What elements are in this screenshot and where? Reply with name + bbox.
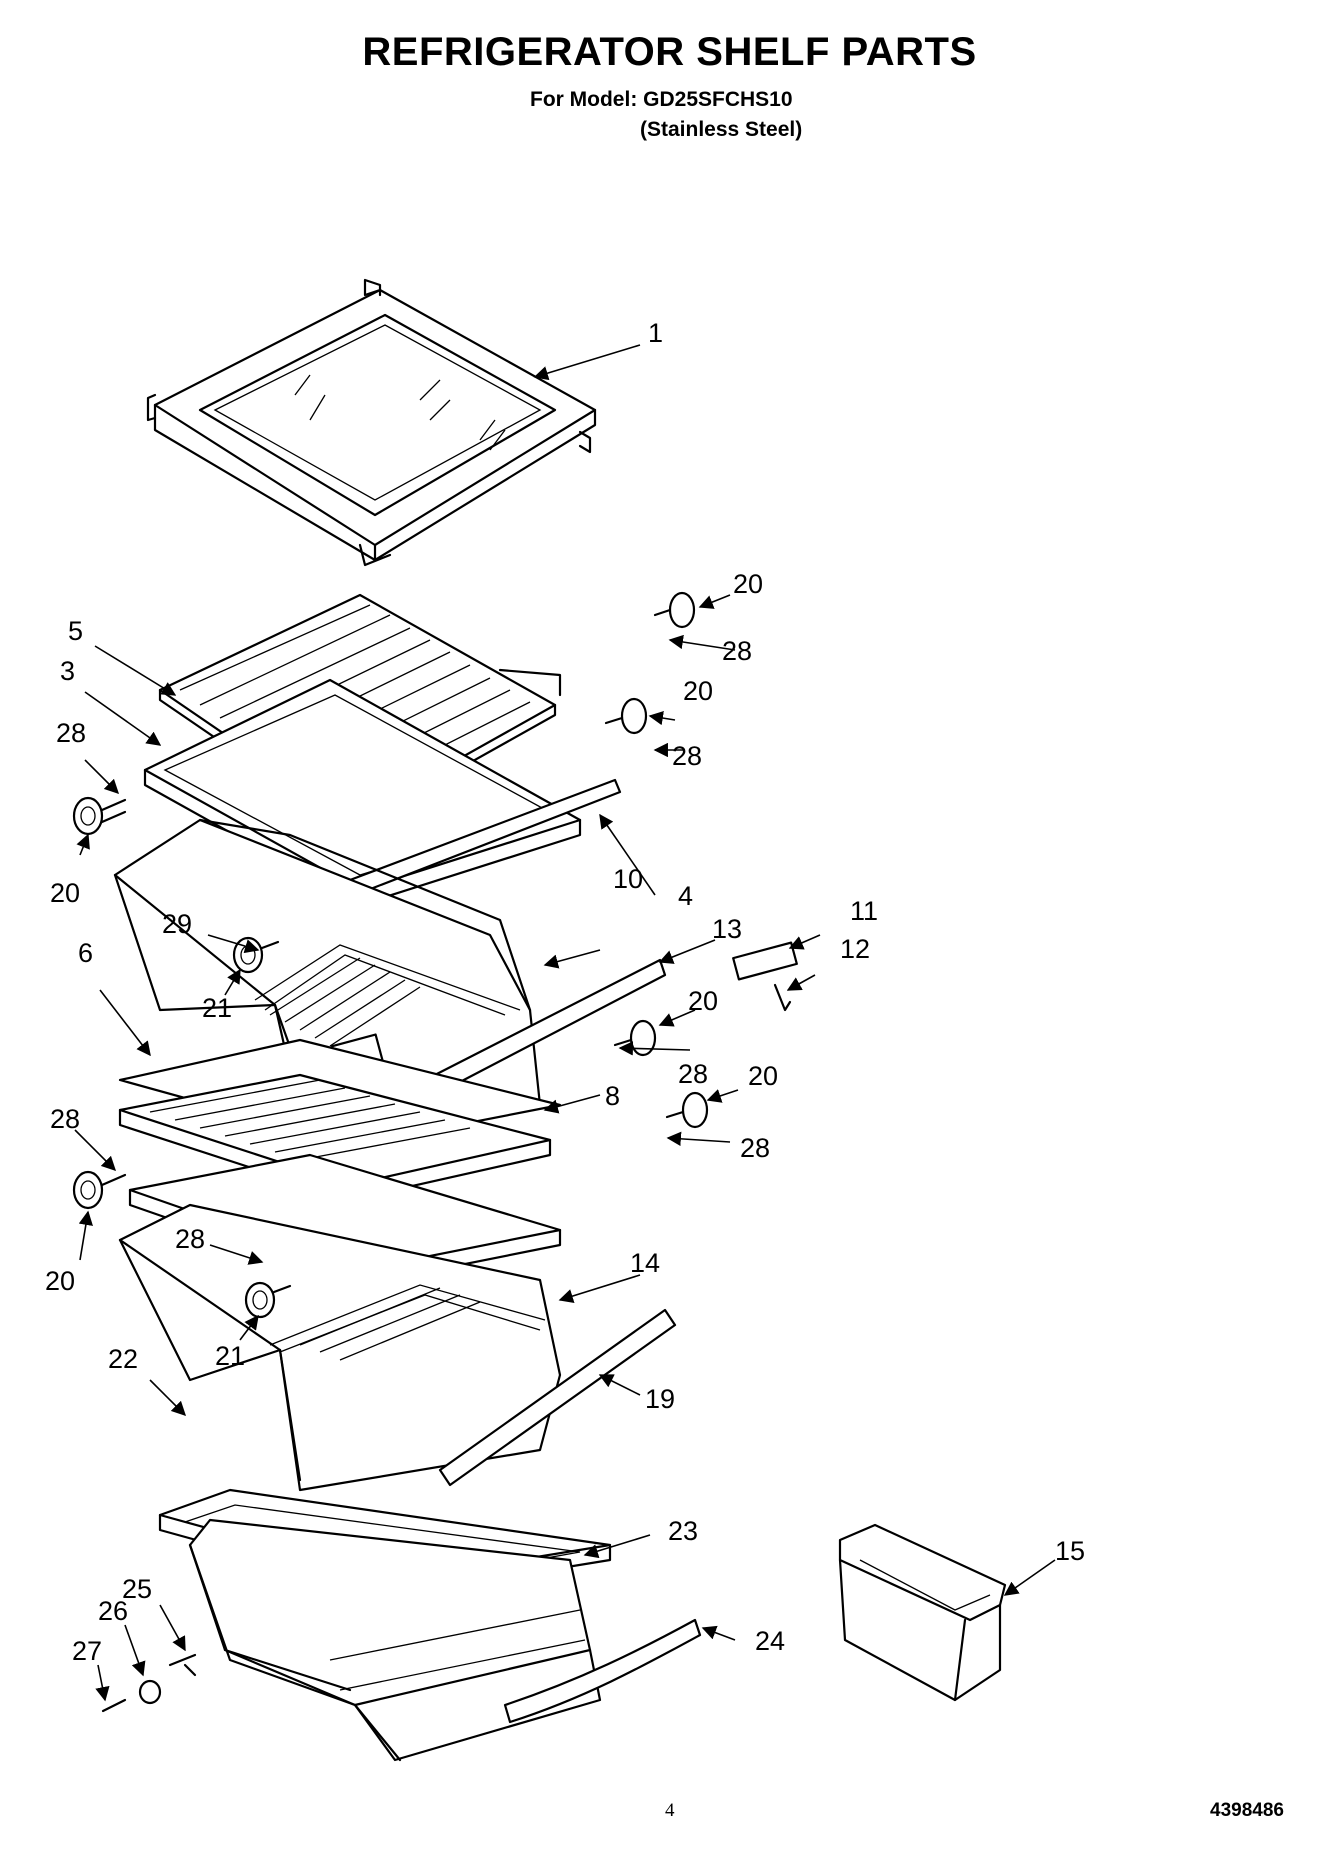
crisper-cover-lower — [118, 1038, 562, 1202]
callout-number: 14 — [630, 1248, 660, 1278]
callout-number: 25 — [122, 1574, 152, 1604]
callout-number: 26 — [98, 1596, 128, 1626]
callout-number: 28 — [50, 1104, 80, 1134]
callout-number: 20 — [683, 676, 713, 706]
storage-bin — [838, 1523, 1007, 1702]
page-title: REFRIGERATOR SHELF PARTS — [362, 30, 977, 74]
callout-number: 1 — [648, 318, 663, 348]
callout-number: 24 — [755, 1626, 785, 1656]
callout-number: 15 — [1055, 1536, 1085, 1566]
callout-number: 5 — [68, 616, 83, 646]
callout-number: 28 — [175, 1224, 205, 1254]
callout-leader-lines — [74, 344, 1056, 1702]
pan-handle — [503, 1618, 702, 1724]
callout-number: 4 — [678, 881, 693, 911]
roller-hardware — [72, 591, 709, 1713]
model-number: For Model: GD25SFCHS10 — [530, 88, 793, 111]
callout-number: 20 — [45, 1266, 75, 1296]
callout-number: 8 — [605, 1081, 620, 1111]
callout-number: 21 — [202, 993, 232, 1023]
callout-number: 28 — [672, 741, 702, 771]
callout-number: 20 — [748, 1061, 778, 1091]
callout-number: 10 — [613, 864, 643, 894]
callout-number: 11 — [850, 896, 878, 926]
callout-number: 23 — [668, 1516, 698, 1546]
callout-number: 22 — [108, 1344, 138, 1374]
callout-number: 20 — [688, 986, 718, 1016]
callout-number: 21 — [215, 1341, 245, 1371]
callout-number: 29 — [162, 909, 192, 939]
callout-number: 20 — [50, 878, 80, 908]
glass-shelf — [146, 278, 597, 567]
callout-number: 27 — [72, 1636, 102, 1666]
callout-numbers: 1 20 28 5 3 20 28 28 4 20 10 29 11 13 12… — [45, 318, 1085, 1666]
callout-number: 20 — [733, 569, 763, 599]
meat-pan — [188, 1518, 602, 1762]
callout-number: 19 — [645, 1384, 675, 1414]
callout-number: 13 — [712, 914, 742, 944]
callout-number: 28 — [722, 636, 752, 666]
model-finish: (Stainless Steel) — [640, 118, 803, 141]
callout-number: 12 — [840, 934, 870, 964]
callout-number: 6 — [78, 938, 93, 968]
drawer-rail-lower — [438, 1308, 677, 1487]
document-number: 4398486 — [1210, 1800, 1284, 1821]
callout-number: 28 — [678, 1059, 708, 1089]
callout-number: 3 — [60, 656, 75, 686]
crisper-drawer-upper — [113, 818, 542, 1147]
callout-number: 28 — [56, 718, 86, 748]
page-number: 4 — [665, 1800, 675, 1821]
callout-number: 28 — [740, 1133, 770, 1163]
side-clip-bracket — [732, 941, 798, 1012]
